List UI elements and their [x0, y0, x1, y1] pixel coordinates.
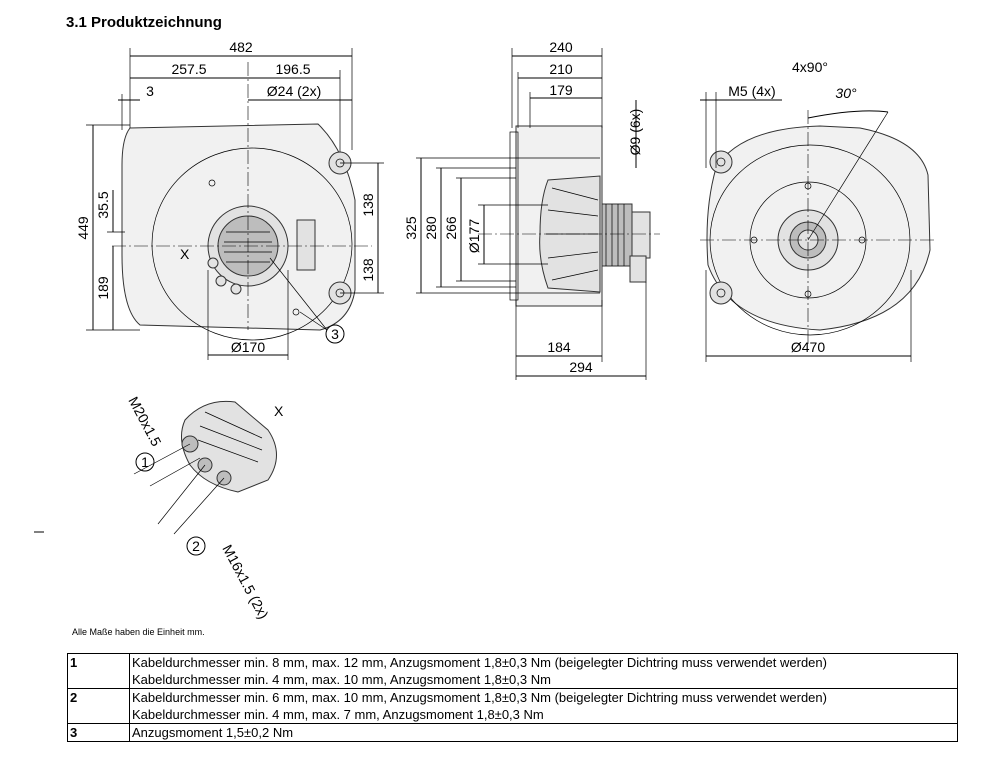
dim-thread: M5 (4x)	[728, 83, 775, 99]
callout-3: 3	[331, 326, 339, 342]
front-small-hole-2	[292, 308, 300, 316]
dim-184: 184	[547, 339, 571, 355]
side-motor-cap	[631, 211, 651, 259]
note-text: Kabeldurchmesser min. 6 mm, max. 10 mm, …	[129, 688, 958, 724]
rear-mounting-eye-bottom	[709, 281, 733, 305]
front-small-hole-1	[208, 179, 216, 187]
dim-holes: Ø9 (6x)	[627, 109, 643, 156]
dim-240: 240	[549, 39, 573, 55]
front-cable-gland-3	[230, 283, 242, 295]
dim-257-5: 257.5	[171, 61, 206, 77]
note-line: Kabeldurchmesser min. 4 mm, max. 7 mm, A…	[132, 707, 544, 722]
detail-callout-1-circle	[135, 452, 155, 472]
dim-189: 189	[95, 276, 111, 300]
table-row: 2 Kabeldurchmesser min. 6 mm, max. 10 mm…	[67, 688, 958, 724]
rear-view: M5 (4x) 4x90° 30° Ø470	[700, 59, 935, 362]
dim-35-5: 35.5	[95, 191, 111, 218]
dim-325: 325	[403, 216, 419, 240]
note-line: Anzugsmoment 1,5±0,2 Nm	[132, 725, 294, 740]
dim-bolt-holes: Ø24 (2x)	[267, 83, 321, 99]
detail-leader-1b	[149, 457, 201, 487]
detail-callout-2-circle	[186, 536, 206, 556]
side-flange-inlet	[509, 131, 519, 301]
front-cable-gland-1	[207, 257, 219, 269]
callout-3-leader-2	[299, 311, 328, 331]
front-cable-gland-2	[215, 275, 227, 287]
note-line: Kabeldurchmesser min. 8 mm, max. 12 mm, …	[132, 655, 827, 670]
dim-138-upper: 138	[360, 193, 376, 217]
detail-gland-small-label: M16x1.5 (2x)	[219, 542, 271, 620]
dim-449: 449	[75, 216, 91, 240]
detail-marker: X	[274, 403, 284, 419]
detail-leader-2b	[173, 477, 225, 535]
rear-mounting-eye-bottom-hole	[716, 288, 726, 298]
rear-mounting-eye-top-hole	[716, 157, 726, 167]
note-text: Anzugsmoment 1,5±0,2 Nm	[129, 723, 958, 742]
notes-table: 1 Kabeldurchmesser min. 8 mm, max. 12 mm…	[67, 653, 958, 742]
detail-leader-1a	[133, 443, 191, 475]
note-number: 2	[67, 688, 130, 724]
front-view: 482 257.5 196.5 3 Ø24 (2x) 449 35.5 189 …	[75, 39, 384, 360]
rear-angle-leader	[807, 111, 889, 241]
dim-pattern: 4x90°	[792, 59, 828, 75]
note-text: Kabeldurchmesser min. 8 mm, max. 12 mm, …	[129, 653, 958, 689]
note-number: 1	[67, 653, 130, 689]
units-note: Alle Maße haben die Einheit mm.	[72, 627, 205, 637]
technical-drawing: 482 257.5 196.5 3 Ø24 (2x) 449 35.5 189 …	[34, 39, 935, 620]
dim-196-5: 196.5	[275, 61, 310, 77]
dim-280: 280	[423, 216, 439, 240]
detail-callout-1: 1	[141, 454, 149, 470]
side-motor	[601, 203, 633, 267]
detail-x-view: X M20x1.5 M16x1.5 (2x) 1 2	[125, 394, 284, 620]
page-heading: 3.1 Produktzeichnung	[66, 14, 222, 31]
dim-hub-diameter: Ø170	[231, 339, 265, 355]
detail-callout-2: 2	[192, 538, 200, 554]
dim-diameter: Ø470	[791, 339, 825, 355]
dim-210: 210	[549, 61, 573, 77]
dim-inlet: Ø177	[466, 219, 482, 253]
rear-mounting-eye-top	[709, 150, 733, 174]
front-terminal-box-side	[296, 219, 316, 271]
front-housing-ring	[151, 147, 353, 341]
dim-482: 482	[229, 39, 253, 55]
note-line: Kabeldurchmesser min. 4 mm, max. 10 mm, …	[132, 672, 551, 687]
detail-gland-large-label: M20x1.5	[125, 394, 164, 449]
table-row: 3 Anzugsmoment 1,5±0,2 Nm	[67, 723, 958, 742]
dim-138-lower: 138	[360, 258, 376, 282]
dim-angle: 30°	[835, 85, 857, 101]
detail-hub-ribs	[197, 411, 263, 463]
note-number: 3	[67, 723, 130, 742]
dim-3: 3	[146, 83, 154, 99]
dim-294: 294	[569, 359, 593, 375]
front-detail-marker: X	[180, 246, 190, 262]
side-view: 325 280 266 Ø177 240 210 179 Ø9 (6x) 184…	[403, 39, 660, 380]
side-motor-fins	[605, 204, 625, 266]
callout-3-leader-1	[269, 257, 328, 331]
detail-leader-2a	[157, 464, 206, 525]
dim-179: 179	[549, 82, 573, 98]
table-row: 1 Kabeldurchmesser min. 8 mm, max. 12 mm…	[67, 653, 958, 689]
side-terminal-box	[629, 255, 647, 283]
rear-angle-arc	[807, 110, 889, 119]
callout-3-circle	[325, 324, 345, 344]
dim-266: 266	[443, 216, 459, 240]
note-line: Kabeldurchmesser min. 6 mm, max. 10 mm, …	[132, 690, 827, 705]
